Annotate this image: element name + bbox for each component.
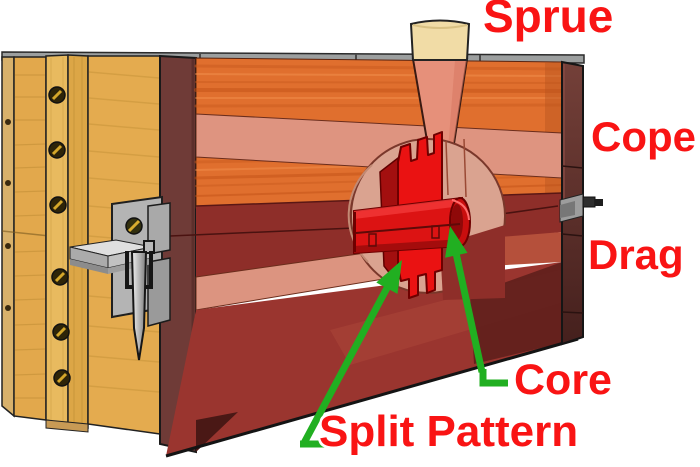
right-alignment-pin (582, 196, 603, 208)
split-pattern-label: Split Pattern (319, 407, 579, 456)
alignment-pin (130, 251, 148, 361)
cope-label: Cope (591, 113, 696, 160)
parting-line (169, 227, 355, 237)
clamp-screw (125, 217, 143, 235)
right-wall-post (559, 60, 603, 346)
split-pattern-arrow (300, 260, 402, 448)
sprue-label: Sprue (483, 0, 614, 42)
core-cylinder (353, 196, 471, 255)
drag-label: Drag (588, 231, 684, 278)
core-label: Core (514, 356, 612, 404)
sprue-shape (409, 19, 471, 154)
core-arrow (445, 226, 508, 387)
flask-screws (48, 86, 71, 387)
callout-arrows (300, 226, 508, 448)
clamp-pin-assembly (69, 195, 171, 361)
